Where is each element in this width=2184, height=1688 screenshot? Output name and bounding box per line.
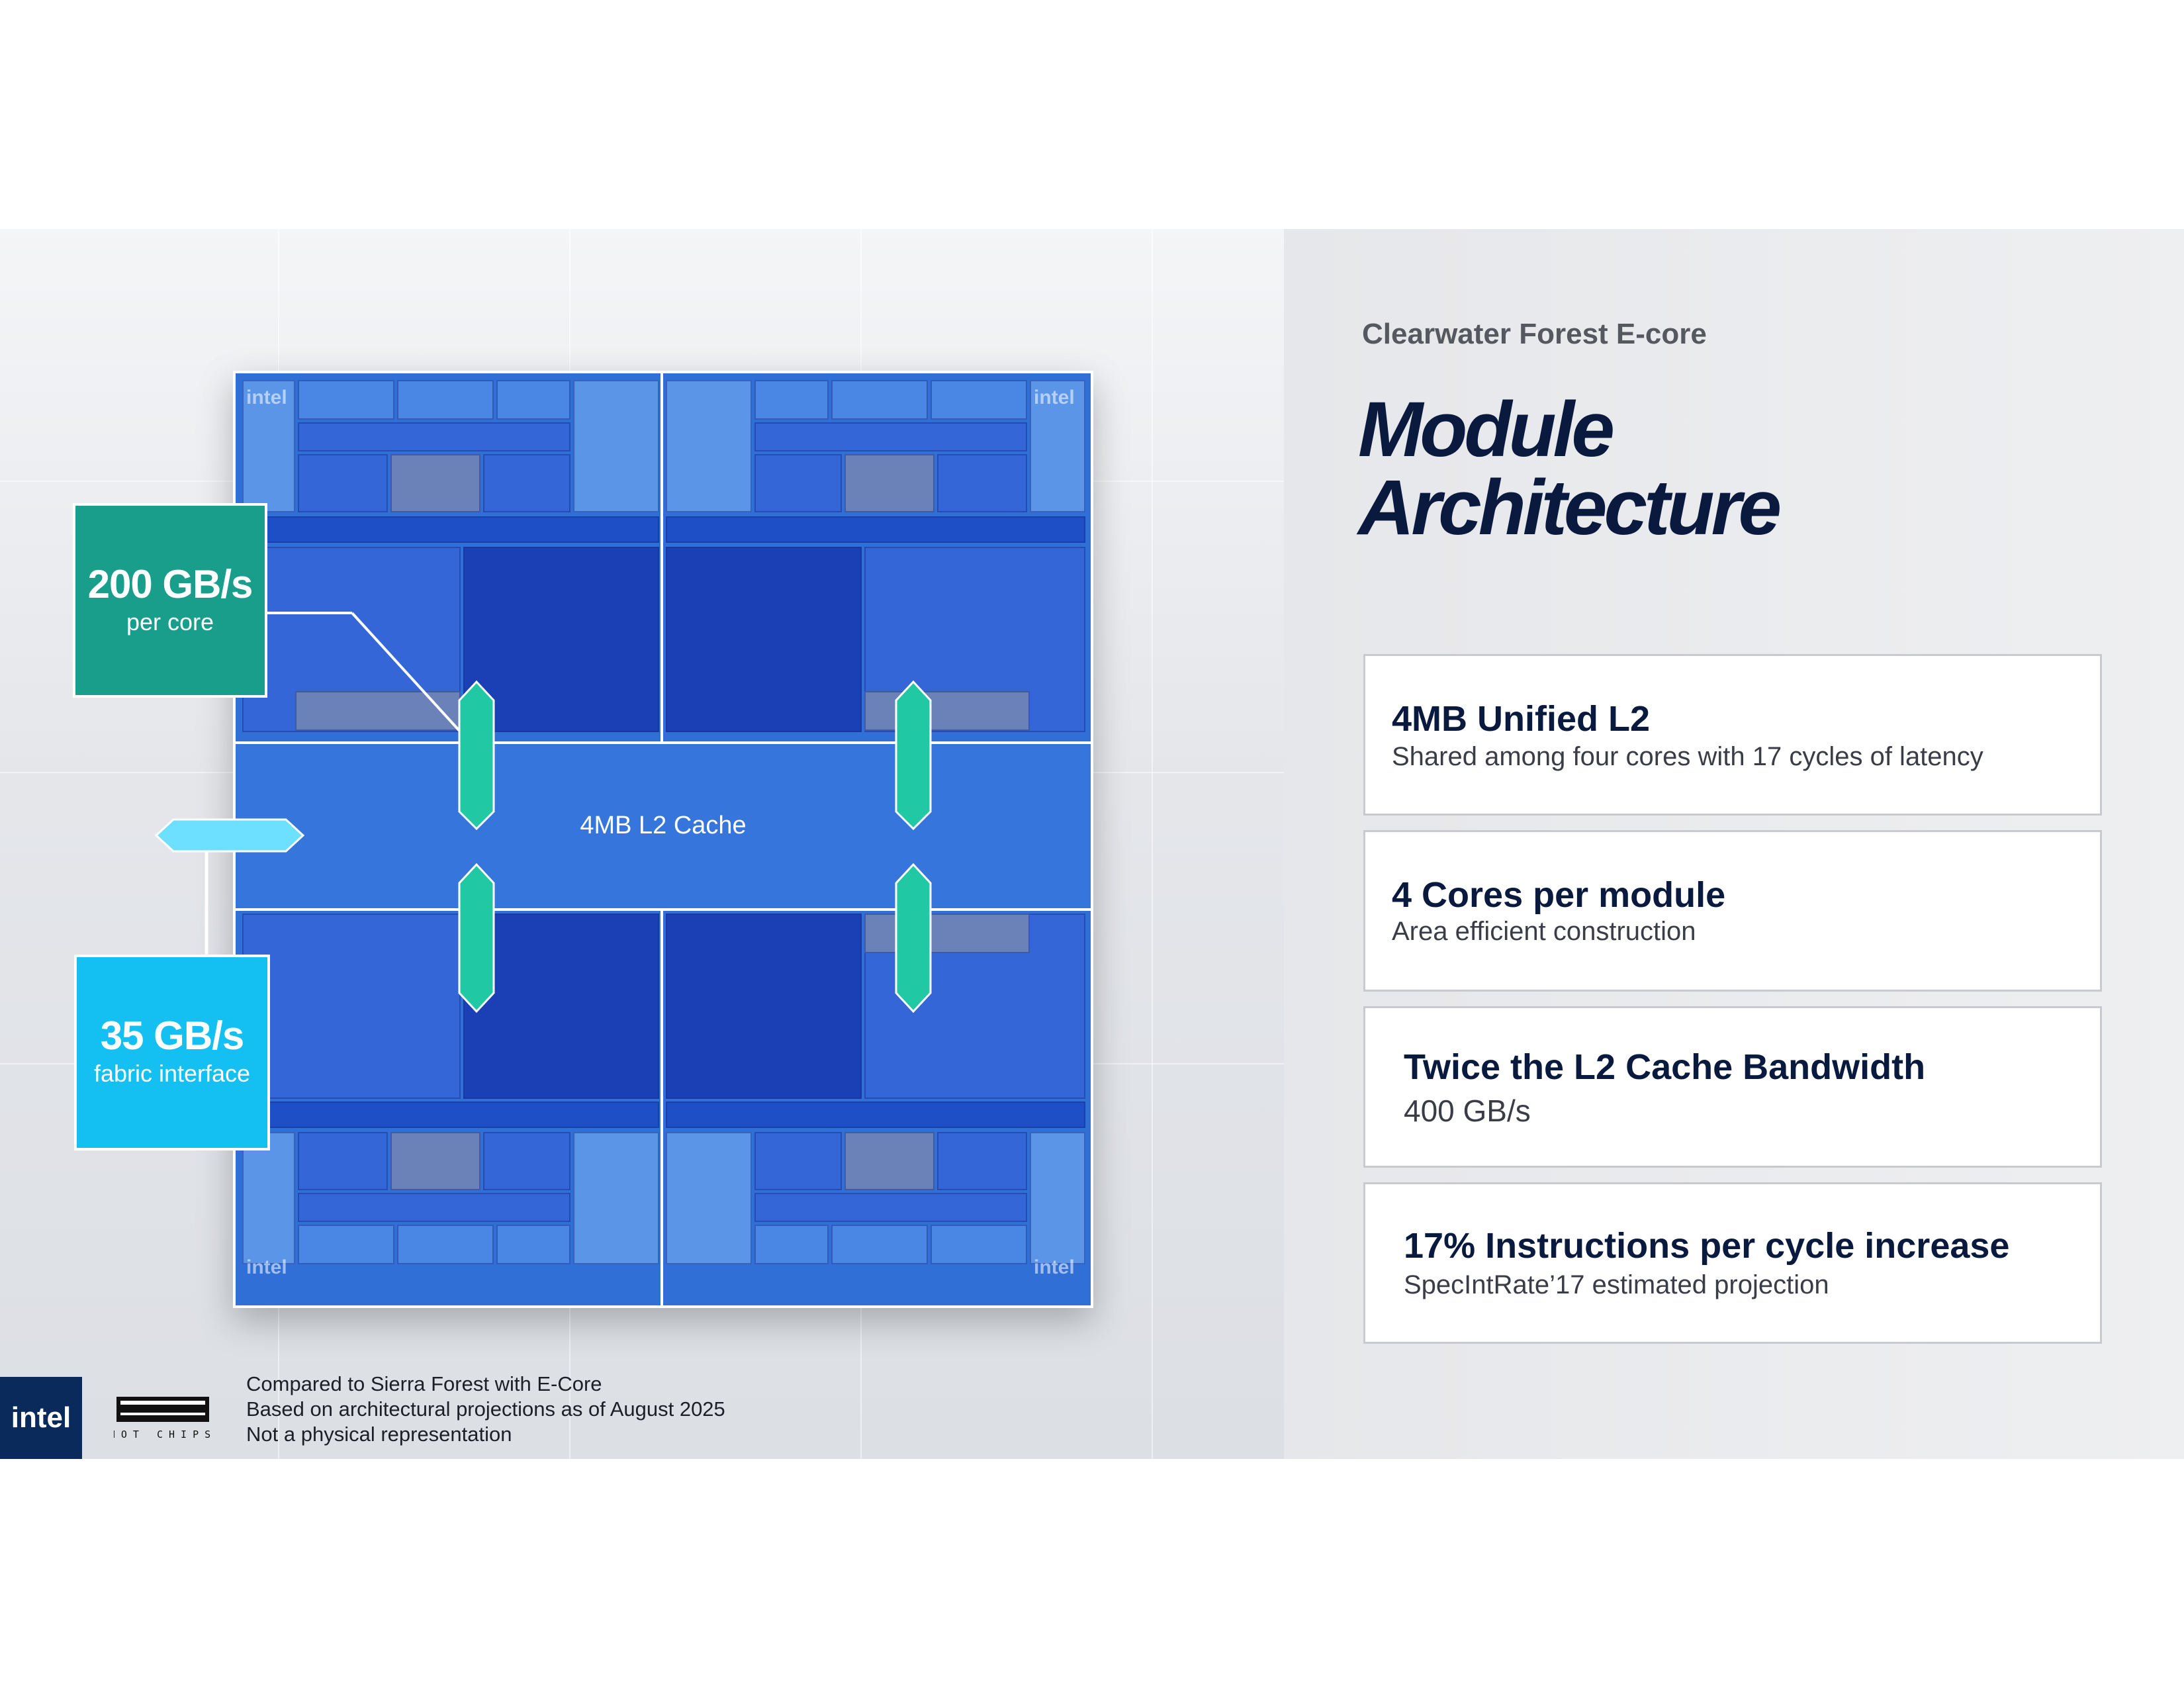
die-block (666, 380, 752, 512)
die-block (496, 380, 570, 420)
die-block (937, 1132, 1027, 1190)
die-block (931, 380, 1027, 420)
die-block (463, 547, 659, 732)
feature-card-subtitle: SpecIntRate’17 estimated projection (1404, 1270, 1829, 1299)
die-block (831, 1225, 928, 1264)
die-block (397, 380, 494, 420)
die-block (666, 914, 862, 1099)
die-block (666, 1132, 752, 1264)
bandwidth-arrow-icon (895, 863, 932, 1013)
die-block (864, 914, 1030, 953)
die-block (937, 454, 1027, 512)
die-divider (236, 741, 1091, 744)
die-block (483, 454, 570, 512)
feature-card-title: Twice the L2 Cache Bandwidth (1404, 1047, 1926, 1087)
die-block (754, 454, 842, 512)
hot-chips-logo: HOT CHIPS (114, 1397, 212, 1440)
feature-card-title: 17% Instructions per cycle increase (1404, 1226, 2010, 1266)
footnotes: Compared to Sierra Forest with E-Core Ba… (246, 1372, 725, 1447)
left-panel: intel intel intel intel 4MB L2 Cache 200… (0, 229, 1284, 1459)
die-block (242, 516, 659, 543)
die-block (298, 380, 394, 420)
die-block (844, 454, 934, 512)
die-intel-logo: intel (1034, 387, 1075, 408)
l2-cache-label: 4MB L2 Cache (580, 812, 747, 839)
slide-title: Module Architecture (1358, 386, 1782, 551)
die-block (463, 914, 659, 1099)
connector-line (351, 612, 462, 733)
bandwidth-arrow-icon (458, 680, 495, 831)
footnote: Not a physical representation (246, 1423, 512, 1446)
footnote: Based on architectural projections as of… (246, 1397, 725, 1421)
intel-logo: intel (0, 1377, 82, 1459)
l2-cache-block (236, 744, 1091, 908)
die-divider (236, 908, 1091, 911)
die-block (397, 1225, 494, 1264)
die-block (864, 691, 1030, 731)
die-block (931, 1225, 1027, 1264)
die-block (666, 1102, 1085, 1128)
die-block (298, 1193, 570, 1222)
feature-card-title: 4MB Unified L2 (1392, 699, 1651, 739)
feature-card-subtitle: Area efficient construction (1392, 917, 1696, 946)
core-bandwidth-callout: 200 GB/s per core (73, 503, 267, 698)
bandwidth-arrow-icon (895, 680, 932, 831)
die-block (390, 1132, 480, 1190)
title-line: Module (1358, 386, 1615, 473)
feature-card-subtitle: Shared among four cores with 17 cycles o… (1392, 742, 1983, 771)
die-block (298, 454, 388, 512)
die-block (298, 1225, 394, 1264)
die-block (844, 1132, 934, 1190)
die-block (1030, 380, 1085, 512)
die-block (666, 516, 1085, 543)
feature-card: 4 Cores per module Area efficient constr… (1363, 830, 2102, 992)
die-block (754, 1193, 1027, 1222)
die-block (666, 547, 862, 732)
die-block (754, 422, 1027, 451)
feature-card: Twice the L2 Cache Bandwidth 400 GB/s (1363, 1006, 2102, 1168)
fabric-bandwidth-callout: 35 GB/s fabric interface (74, 955, 270, 1150)
die-block (496, 1225, 570, 1264)
die-intel-logo: intel (1034, 1256, 1075, 1278)
die-block (754, 380, 829, 420)
die-intel-logo: intel (246, 387, 287, 408)
grid-line (1152, 229, 1153, 1459)
die-divider (660, 373, 663, 741)
fabric-bandwidth-caption: fabric interface (93, 1060, 251, 1087)
bandwidth-arrow-icon (458, 863, 495, 1013)
connector-overlay (154, 612, 932, 1013)
die-block (1030, 1132, 1085, 1264)
die-block (298, 422, 570, 451)
die-block (754, 1132, 842, 1190)
die-block (242, 914, 461, 1099)
title-line: Architecture (1358, 464, 1782, 551)
core-bandwidth-caption: per core (126, 608, 214, 635)
svg-text:HOT CHIPS: HOT CHIPS (114, 1429, 212, 1440)
slide-subtitle: Clearwater Forest E-core (1362, 318, 1707, 350)
die-intel-logo: intel (246, 1256, 287, 1278)
die-block (831, 380, 928, 420)
fabric-bandwidth-value: 35 GB/s (100, 1013, 244, 1058)
die-block (242, 1102, 659, 1128)
footnote: Compared to Sierra Forest with E-Core (246, 1372, 602, 1395)
die-block (573, 380, 659, 512)
die-block (242, 380, 295, 512)
die-block (483, 1132, 570, 1190)
die-block (298, 1132, 388, 1190)
die-block (754, 1225, 829, 1264)
feature-card-title: 4 Cores per module (1392, 875, 1726, 915)
slide: intel intel intel intel 4MB L2 Cache 200… (0, 229, 2184, 1459)
feature-card: 17% Instructions per cycle increase Spec… (1363, 1182, 2102, 1344)
feature-card-subtitle: 400 GB/s (1404, 1094, 1531, 1128)
core-bandwidth-value: 200 GB/s (87, 562, 253, 606)
fabric-arrow-icon (154, 818, 305, 853)
feature-card: 4MB Unified L2 Shared among four cores w… (1363, 654, 2102, 816)
die-block (573, 1132, 659, 1264)
die-divider (660, 908, 663, 1305)
die-block (390, 454, 480, 512)
